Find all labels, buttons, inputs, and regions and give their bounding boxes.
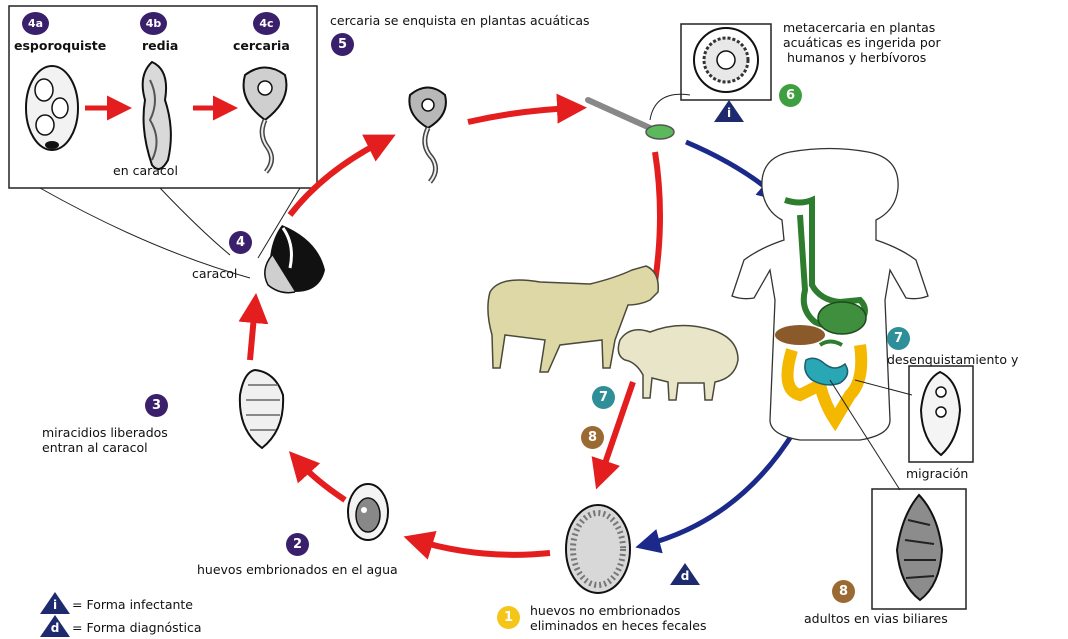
stage-4a-badge: 4a xyxy=(22,12,49,35)
spoon-with-plant-illustration xyxy=(588,100,674,139)
stage-4a-label: esporoquiste xyxy=(14,38,106,53)
stage-3-label: miracidios liberados entran al caracol xyxy=(42,425,168,455)
stage-2-badge: 2 xyxy=(286,533,309,556)
arrow-eggs-to-embryonated xyxy=(415,540,550,555)
stage-4c-label: cercaria xyxy=(233,38,290,53)
arrow-cercaria-to-plant xyxy=(468,108,575,122)
stage-8-human-label: adultos en vias biliares xyxy=(804,611,948,626)
stage-1-badge: 1 xyxy=(497,606,520,629)
stage-6-label: metacercaria en plantas acuáticas es ing… xyxy=(783,20,941,65)
stage-4-label: caracol xyxy=(192,266,237,281)
stage-5-badge: 5 xyxy=(331,33,354,56)
stage-7-human-label-2: migración xyxy=(906,466,968,481)
miracidium-illustration xyxy=(240,370,283,448)
stage-8-human-badge: 8 xyxy=(832,580,855,603)
stage-2-label: huevos embrionados en el agua xyxy=(197,562,398,577)
metacercaria-illustration xyxy=(694,28,758,92)
stage-4c-badge: 4c xyxy=(253,12,280,35)
cercaria-illustration xyxy=(244,68,287,173)
snail-illustration xyxy=(265,225,325,293)
arrow-snail-to-cercaria xyxy=(290,140,385,215)
redia-illustration xyxy=(143,62,171,169)
stage-4b-badge: 4b xyxy=(140,12,167,35)
free-cercaria-illustration xyxy=(409,88,446,183)
diagnostic-marker-letter: d xyxy=(670,569,700,583)
connector-line xyxy=(160,188,230,255)
legend-diagnostic-letter: d xyxy=(40,621,70,635)
stage-4b-label: redia xyxy=(142,38,178,53)
legend-infective-letter: i xyxy=(40,598,70,612)
stage-7-animal-badge: 7 xyxy=(592,386,615,409)
connector-line xyxy=(40,188,250,278)
line-plant-to-animals xyxy=(655,152,660,282)
embryonated-egg-illustration xyxy=(348,484,388,540)
arrow-embryonated-to-miracidia xyxy=(297,460,345,500)
stage-4-badge: 4 xyxy=(229,231,252,254)
human-illustration xyxy=(732,149,928,441)
stage-8-animal-badge: 8 xyxy=(581,426,604,449)
stage-6-badge: 6 xyxy=(779,84,802,107)
stage-7-human-badge: 7 xyxy=(887,327,910,350)
stage-1-label: huevos no embrionados eliminados en hece… xyxy=(530,603,706,633)
sporocyst-illustration xyxy=(26,66,78,150)
arrow-human-to-eggs xyxy=(645,430,795,545)
unembryonated-egg-illustration xyxy=(566,505,630,593)
stage-3-badge: 3 xyxy=(145,394,168,417)
in-snail-label: en caracol xyxy=(113,163,178,178)
arrow-miracidia-to-snail xyxy=(250,305,255,360)
infective-marker-letter: i xyxy=(714,106,744,120)
stage-5-label: cercaria se enquista en plantas acuática… xyxy=(330,13,590,28)
stage-7-human-label: desenquistamiento y xyxy=(887,352,1018,367)
legend-diagnostic-text: = Forma diagnóstica xyxy=(72,620,202,635)
legend-infective-text: = Forma infectante xyxy=(72,597,193,612)
sheep-illustration xyxy=(618,325,738,400)
